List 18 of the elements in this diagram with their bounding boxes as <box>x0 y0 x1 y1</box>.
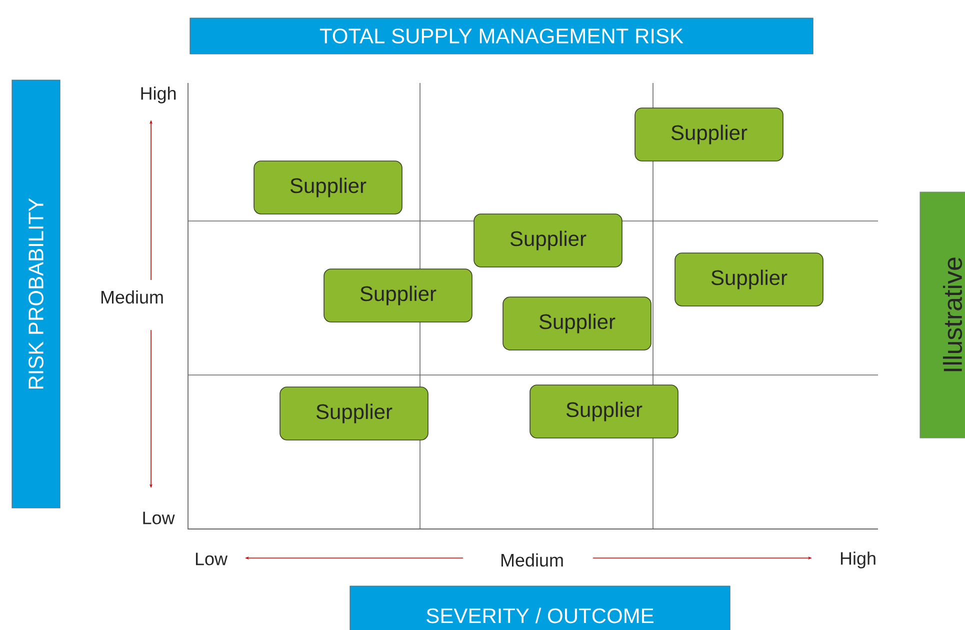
supplier-box: Supplier <box>474 214 622 268</box>
axis-label: High <box>141 86 176 104</box>
title-banner: SEVERITY / OUTCOME <box>350 586 730 630</box>
axis-banner: RISK PROBABILITY <box>12 80 60 508</box>
axis-label: Low <box>143 512 175 524</box>
supplier-box: Supplier <box>530 384 678 438</box>
supplier-box: Supplier <box>324 268 472 322</box>
axis-label: Low <box>196 552 228 566</box>
axis-label: Medium <box>501 553 563 567</box>
supplier-box: Supplier <box>674 252 824 306</box>
side-banner: Illustrative <box>920 192 965 438</box>
axis-label: High <box>840 552 876 568</box>
supplier-box: Supplier <box>502 296 652 350</box>
supplier-box: Supplier <box>634 108 784 162</box>
supplier-box: Supplier <box>254 160 402 214</box>
supplier-box: Supplier <box>280 386 428 440</box>
axis-label: Medium <box>101 290 163 304</box>
title-banner: TOTAL SUPPLY MANAGEMENT RISK <box>190 18 814 54</box>
